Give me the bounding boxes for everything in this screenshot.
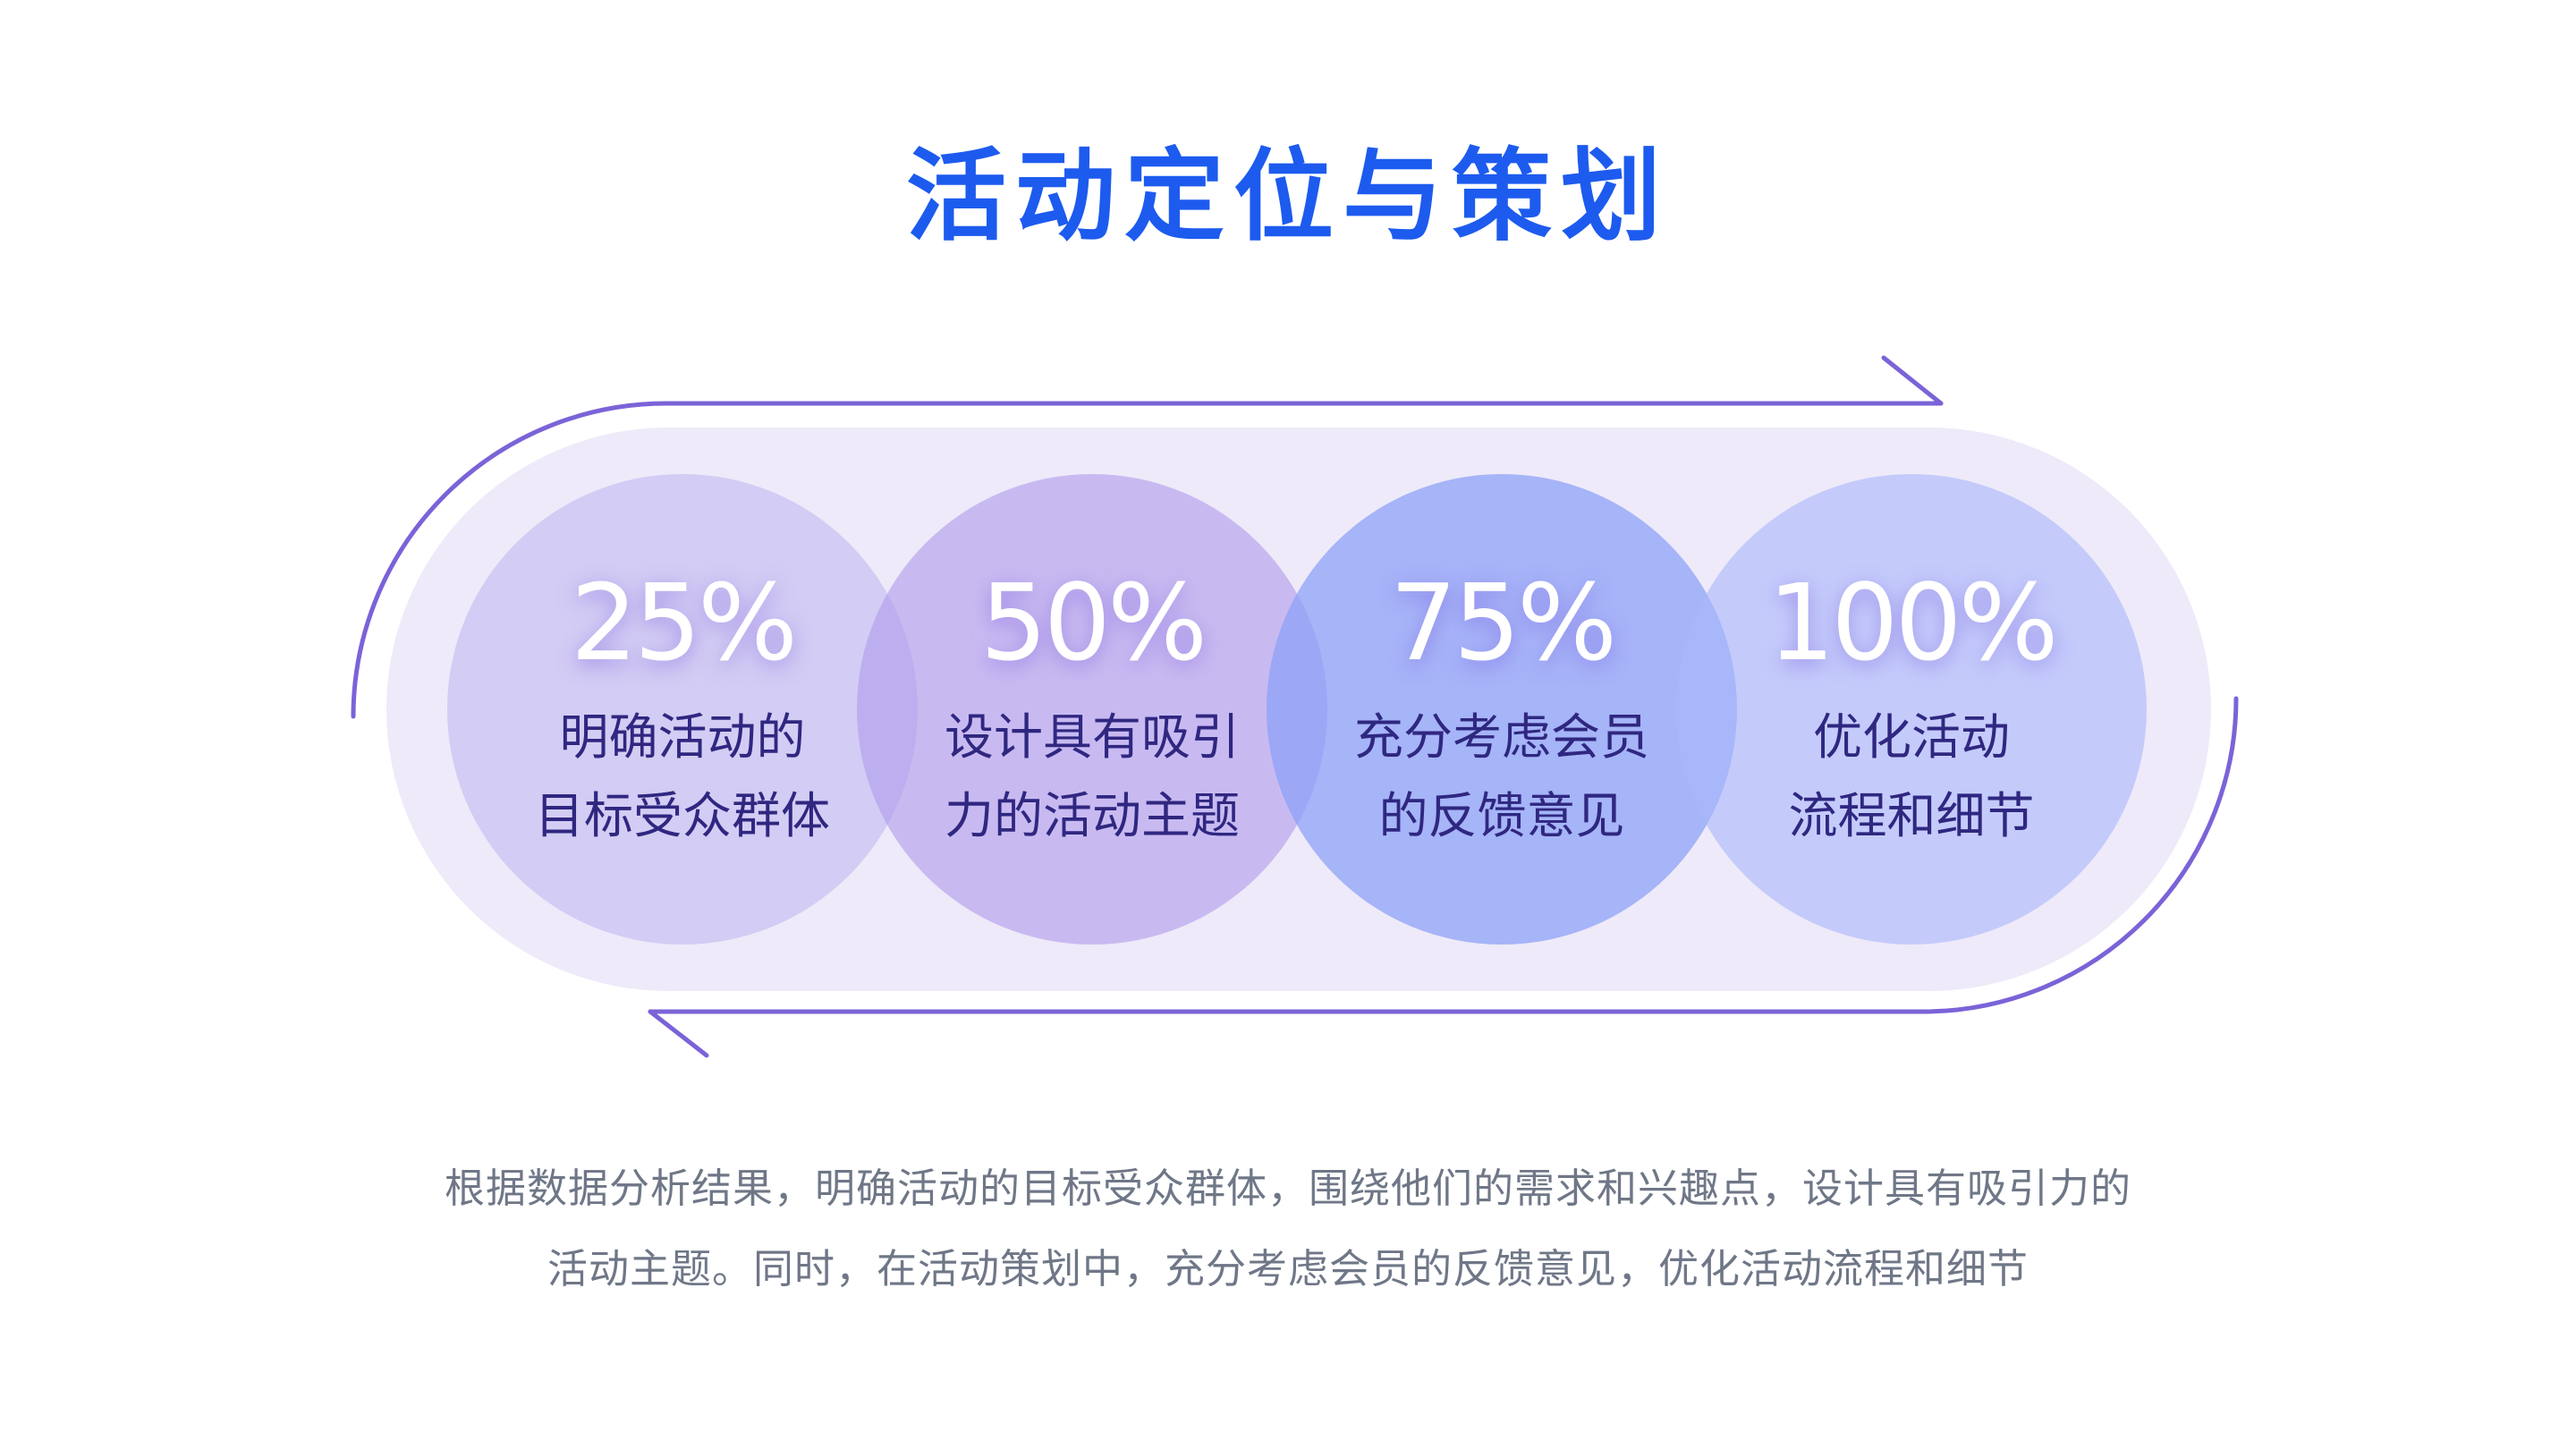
- stage-label-3: 75% 充分考虑会员 的反馈意见: [1267, 474, 1737, 945]
- stage-circle-1: [447, 474, 918, 945]
- body-paragraph-line-1: 根据数据分析结果，明确活动的目标受众群体，围绕他们的需求和兴趣点，设计具有吸引力…: [444, 1165, 2131, 1212]
- stage-description-line: 流程和细节: [1788, 787, 2035, 844]
- top-arrowhead: [1881, 355, 1944, 406]
- stage-label-1: 25% 明确活动的 目标受众群体: [447, 474, 918, 945]
- top-arrow-path: [351, 401, 1944, 719]
- bottom-arrowhead: [648, 1009, 709, 1058]
- stage-circle-3: [1267, 474, 1737, 945]
- stage-circle-4: [1676, 474, 2147, 945]
- stage-percent: 75%: [1389, 561, 1617, 684]
- stage-circle-2: [857, 474, 1327, 945]
- stage-description-line: 优化活动: [1812, 708, 2010, 766]
- stage-description: 优化活动 流程和细节: [1676, 698, 2147, 855]
- stage-percent: 25%: [570, 561, 798, 684]
- page-title: 活动定位与策划: [906, 139, 1670, 255]
- stage-description: 设计具有吸引 力的活动主题: [857, 698, 1327, 855]
- stage-description-line: 的反馈意见: [1378, 787, 1625, 844]
- stage-description-line: 设计具有吸引: [944, 708, 1240, 766]
- stage-description: 充分考虑会员 的反馈意见: [1267, 698, 1737, 855]
- bottom-arrow-path: [648, 696, 2239, 1014]
- stage-description-line: 力的活动主题: [944, 787, 1240, 844]
- stage-label-4: 100% 优化活动 流程和细节: [1676, 474, 2147, 945]
- body-paragraph-line-2: 活动主题。同时，在活动策划中，充分考虑会员的反馈意见，优化活动流程和细节: [547, 1245, 2029, 1292]
- stage-percent: 50%: [979, 561, 1208, 684]
- stage-label-2: 50% 设计具有吸引 力的活动主题: [857, 474, 1327, 945]
- stage-description: 明确活动的 目标受众群体: [447, 698, 918, 855]
- stage-description-line: 充分考虑会员: [1353, 708, 1649, 766]
- stage-percent: 100%: [1767, 561, 2058, 684]
- stage-description-line: 目标受众群体: [534, 787, 830, 844]
- stage-description-line: 明确活动的: [559, 708, 806, 766]
